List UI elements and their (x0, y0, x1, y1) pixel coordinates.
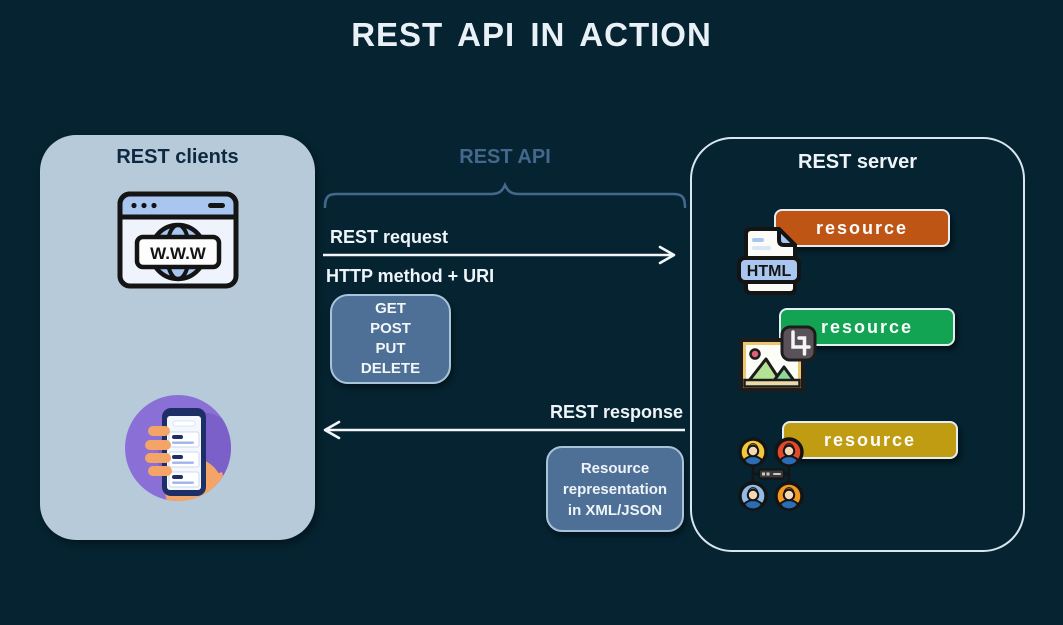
html-icon-label: HTML (747, 263, 792, 280)
rest-request-label: REST request (330, 227, 449, 247)
browser-www-icon-svg: W.W.W (117, 191, 239, 289)
response-arrow (318, 420, 688, 440)
resource-pill-users: resource (782, 421, 958, 459)
repr-line-1: Resource (580, 459, 650, 477)
resource-pill-html-label: resource (815, 217, 909, 238)
rest-clients-title: REST clients (116, 146, 239, 168)
repr-line-3: in XML/JSON (567, 501, 663, 519)
http-method-uri-label: HTTP method + URI (326, 266, 495, 286)
http-methods-box: GET POST PUT DELETE (330, 294, 451, 384)
response-arrow-svg (323, 420, 685, 440)
method-post: POST (370, 320, 411, 337)
method-get: GET (375, 300, 406, 317)
resource-pill-image-label: resource (820, 316, 914, 337)
rest-server-box: REST server resource resource resource H… (690, 137, 1025, 552)
users-network-icon-svg (738, 437, 804, 511)
users-network-icon (736, 434, 816, 519)
request-arrow (320, 245, 684, 265)
browser-www-icon: W.W.W (78, 190, 278, 290)
rest-server-title: REST server (798, 151, 917, 173)
html-file-icon: HTML (737, 225, 801, 302)
request-arrow-svg (323, 245, 676, 265)
rest-response-label: REST response (549, 402, 683, 422)
image-icon (738, 325, 818, 402)
image-icon-svg (739, 325, 817, 392)
phone-in-hand-icon (73, 392, 283, 504)
page-title: REST API IN ACTION (351, 16, 712, 53)
api-brace (322, 181, 688, 209)
method-put: PUT (375, 340, 406, 357)
rest-api-label: REST API (459, 146, 551, 168)
www-label: W.W.W (150, 244, 207, 263)
resource-pill-html: resource (774, 209, 950, 247)
rest-clients-box: REST clients W.W.W (40, 135, 315, 540)
html-file-icon-svg: HTML (737, 227, 801, 295)
resource-pill-users-label: resource (823, 429, 917, 450)
phone-in-hand-icon-svg (125, 395, 231, 501)
api-brace-svg (323, 181, 687, 209)
method-delete: DELETE (360, 360, 421, 377)
repr-line-2: representation (562, 480, 668, 498)
resource-representation-box: Resource representation in XML/JSON (546, 446, 684, 532)
